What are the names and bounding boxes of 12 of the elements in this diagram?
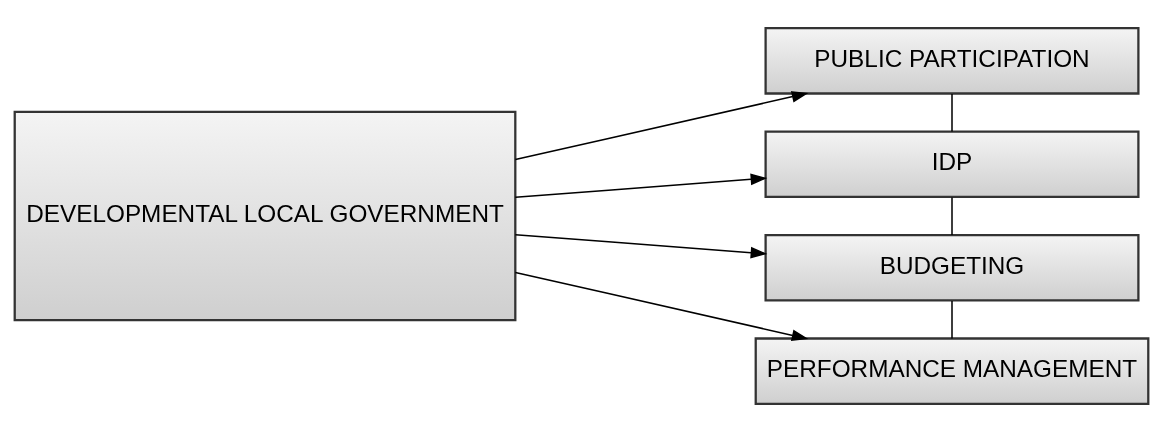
arrow [514,173,768,198]
arrow [514,271,809,341]
node-box: PERFORMANCE MANAGEMENT [754,336,1150,405]
connector [951,196,953,236]
node-box: IDP [764,129,1140,198]
node-box: DEVELOPMENTAL LOCAL GOVERNMENT [13,110,517,321]
connector [951,299,953,339]
arrow [514,90,809,160]
arrow [514,233,768,258]
node-box: PUBLIC PARTICIPATION [764,26,1140,95]
connector [951,92,953,132]
node-box: BUDGETING [764,233,1140,302]
